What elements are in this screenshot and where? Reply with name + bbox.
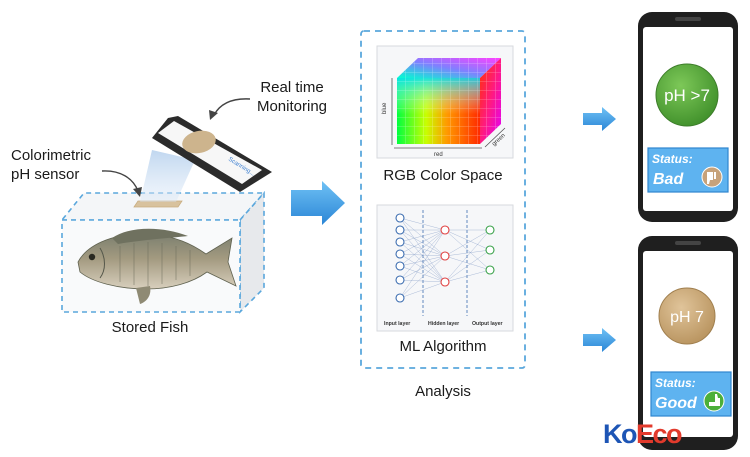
- label-colorimetric-sensor: Colorimetric pH sensor: [11, 147, 92, 183]
- label-stored-fish: Stored Fish: [111, 319, 189, 336]
- nn-connection: [444, 249, 491, 257]
- nn-connection: [399, 217, 446, 257]
- svg-text:KoEco: KoEco: [603, 419, 682, 449]
- nn-connection: [444, 229, 491, 251]
- koeco-logo: KoEco: [603, 419, 684, 449]
- nn-connection: [399, 229, 446, 267]
- nn-connection: [399, 229, 446, 257]
- nn-connection: [399, 229, 446, 283]
- flow-arrow-to-bad-result: [583, 107, 616, 131]
- thumbs-up-icon: [703, 390, 725, 412]
- nn-node: [485, 225, 495, 235]
- label-ml-algorithm: ML Algorithm: [399, 338, 487, 355]
- nn-connection: [399, 217, 446, 283]
- flow-arrow-to-analysis: [291, 181, 345, 225]
- neural-network-image: Input layer Hidden layer Output layer: [376, 204, 514, 332]
- label-analysis: Analysis: [415, 383, 471, 400]
- nn-connection: [399, 281, 446, 299]
- label-rgb-color-space: RGB Color Space: [383, 167, 503, 184]
- monitoring-smartphone: Scanning...: [152, 116, 272, 192]
- ph-value-good: pH 7: [670, 309, 704, 326]
- nn-connection: [399, 255, 446, 299]
- status-value-bad: Bad: [653, 171, 684, 188]
- ph-sensor-pad: [133, 200, 183, 208]
- nn-connection: [399, 255, 446, 267]
- nn-connection: [444, 249, 491, 283]
- nn-node: [440, 277, 450, 287]
- nn-node: [485, 265, 495, 275]
- axis-label-red: red: [434, 152, 443, 158]
- nn-connection: [399, 229, 446, 281]
- ph-badge-bad: [655, 63, 719, 127]
- logo-part-ko: Ko: [603, 419, 637, 449]
- label-real-time-monitoring: Real time Monitoring: [256, 79, 328, 115]
- nn-connection: [399, 229, 446, 299]
- axis-label-blue: blue: [382, 102, 388, 114]
- nn-connection: [444, 229, 491, 283]
- nn-node: [485, 245, 495, 255]
- flow-arrow-to-good-result: [583, 328, 616, 352]
- nn-layer-label-output: Output layer: [472, 321, 503, 327]
- nn-node: [395, 237, 405, 247]
- pointer-arrow-sensor: [101, 170, 142, 197]
- result-phone-bad: pH >7 Status: Bad: [638, 12, 738, 222]
- nn-connection: [399, 255, 446, 281]
- result-phone-good: pH 7 Status: Good: [638, 236, 738, 450]
- nn-connection: [399, 217, 446, 231]
- fish-image: [77, 228, 237, 304]
- nn-node: [395, 225, 405, 235]
- logo-part-eco: Eco: [636, 419, 682, 449]
- nn-connection: [444, 229, 491, 271]
- nn-node: [440, 251, 450, 261]
- ph-badge-good: [658, 287, 716, 345]
- nn-layer-label-input: Input layer: [384, 321, 410, 327]
- nn-connection: [399, 241, 446, 257]
- nn-layer-label-hidden: Hidden layer: [428, 321, 459, 327]
- nn-connection: [399, 265, 446, 283]
- nn-connection: [399, 229, 446, 243]
- status-label-bad: Status:: [652, 152, 693, 166]
- nn-connection: [399, 279, 446, 283]
- analysis-panel: [360, 30, 526, 369]
- nn-node: [395, 261, 405, 271]
- nn-node: [395, 249, 405, 259]
- nn-connection: [444, 229, 491, 257]
- rgb-cube-image: red blue green: [376, 45, 514, 159]
- status-label-good: Status:: [655, 376, 696, 390]
- nn-node: [395, 293, 405, 303]
- ph-value-bad: pH >7: [664, 86, 710, 105]
- nn-connection: [444, 269, 491, 283]
- nn-node: [395, 213, 405, 223]
- camera-beam: [140, 150, 195, 202]
- status-value-good: Good: [655, 395, 698, 412]
- nn-node: [440, 225, 450, 235]
- nn-node: [395, 275, 405, 285]
- pointer-arrow-monitoring: [209, 98, 251, 120]
- nn-connection: [399, 241, 446, 283]
- nn-connection: [399, 229, 446, 255]
- nn-connection: [444, 255, 491, 271]
